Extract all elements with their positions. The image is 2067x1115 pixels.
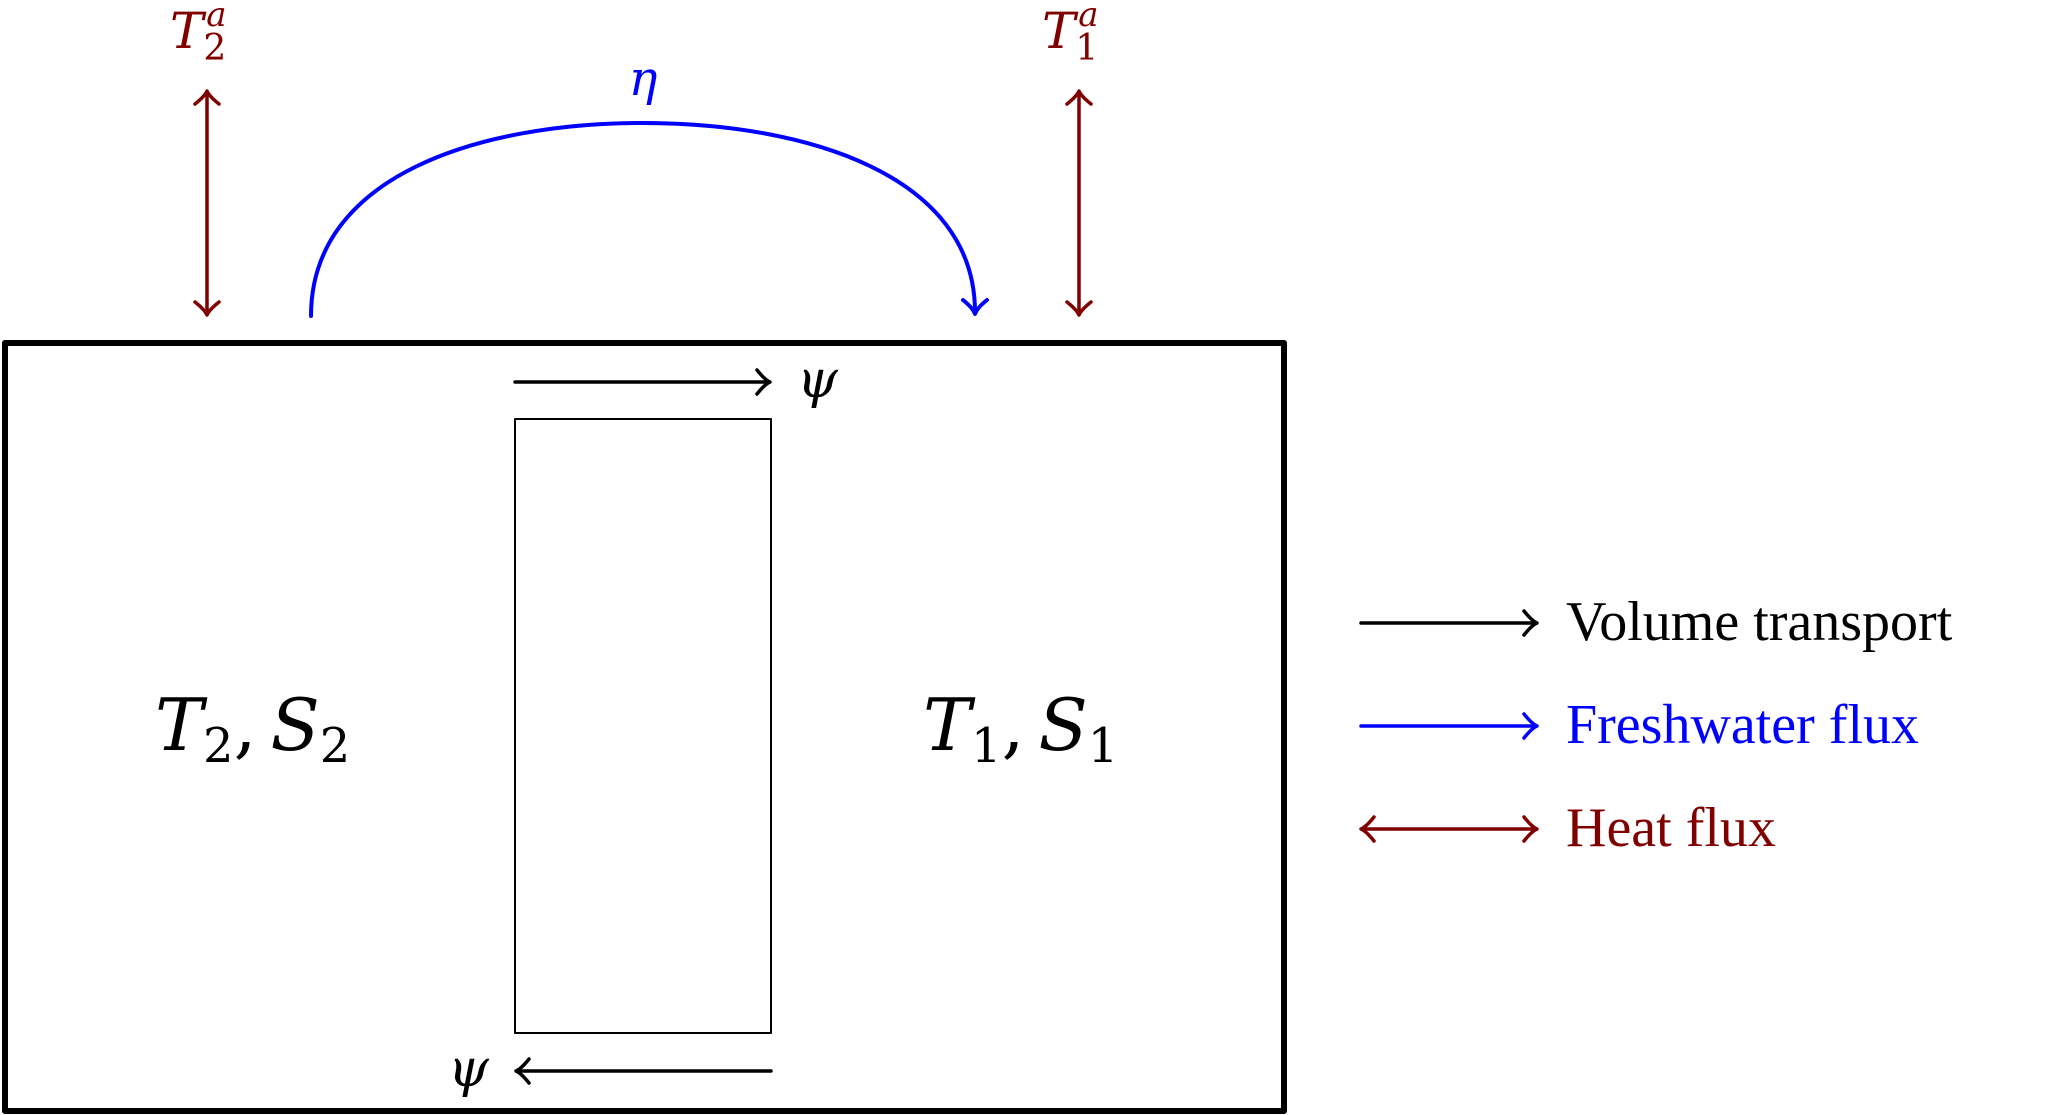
label-box2-T2-S2: T2,S2 [155,683,350,774]
freshwater-flux-arc [309,121,989,318]
heat-flux-arrow-left [193,89,221,317]
label-psi-top: ψ [797,350,839,410]
legend-arrow-freshwater [1359,712,1539,740]
legend-arrow-volume [1359,609,1539,637]
inner-barrier-box [514,418,772,1034]
legend-label-heat-flux: Heat flux [1566,797,1776,859]
label-eta: η [629,51,658,107]
label-atmos-T2: T2a [170,0,227,69]
label-box1-T1-S1: T1,S1 [923,683,1118,774]
legend-label-freshwater-flux: Freshwater flux [1566,694,1919,756]
volume-transport-arrow-top [513,368,772,396]
outer-ocean-box [2,340,1287,1114]
legend-arrow-heat [1359,815,1539,843]
legend-label-volume-transport: Volume transport [1566,591,1953,653]
label-psi-bottom: ψ [448,1039,490,1099]
heat-flux-arrow-right [1065,89,1093,317]
volume-transport-arrow-bottom [514,1057,773,1085]
label-atmos-T1: T1a [1042,0,1099,69]
